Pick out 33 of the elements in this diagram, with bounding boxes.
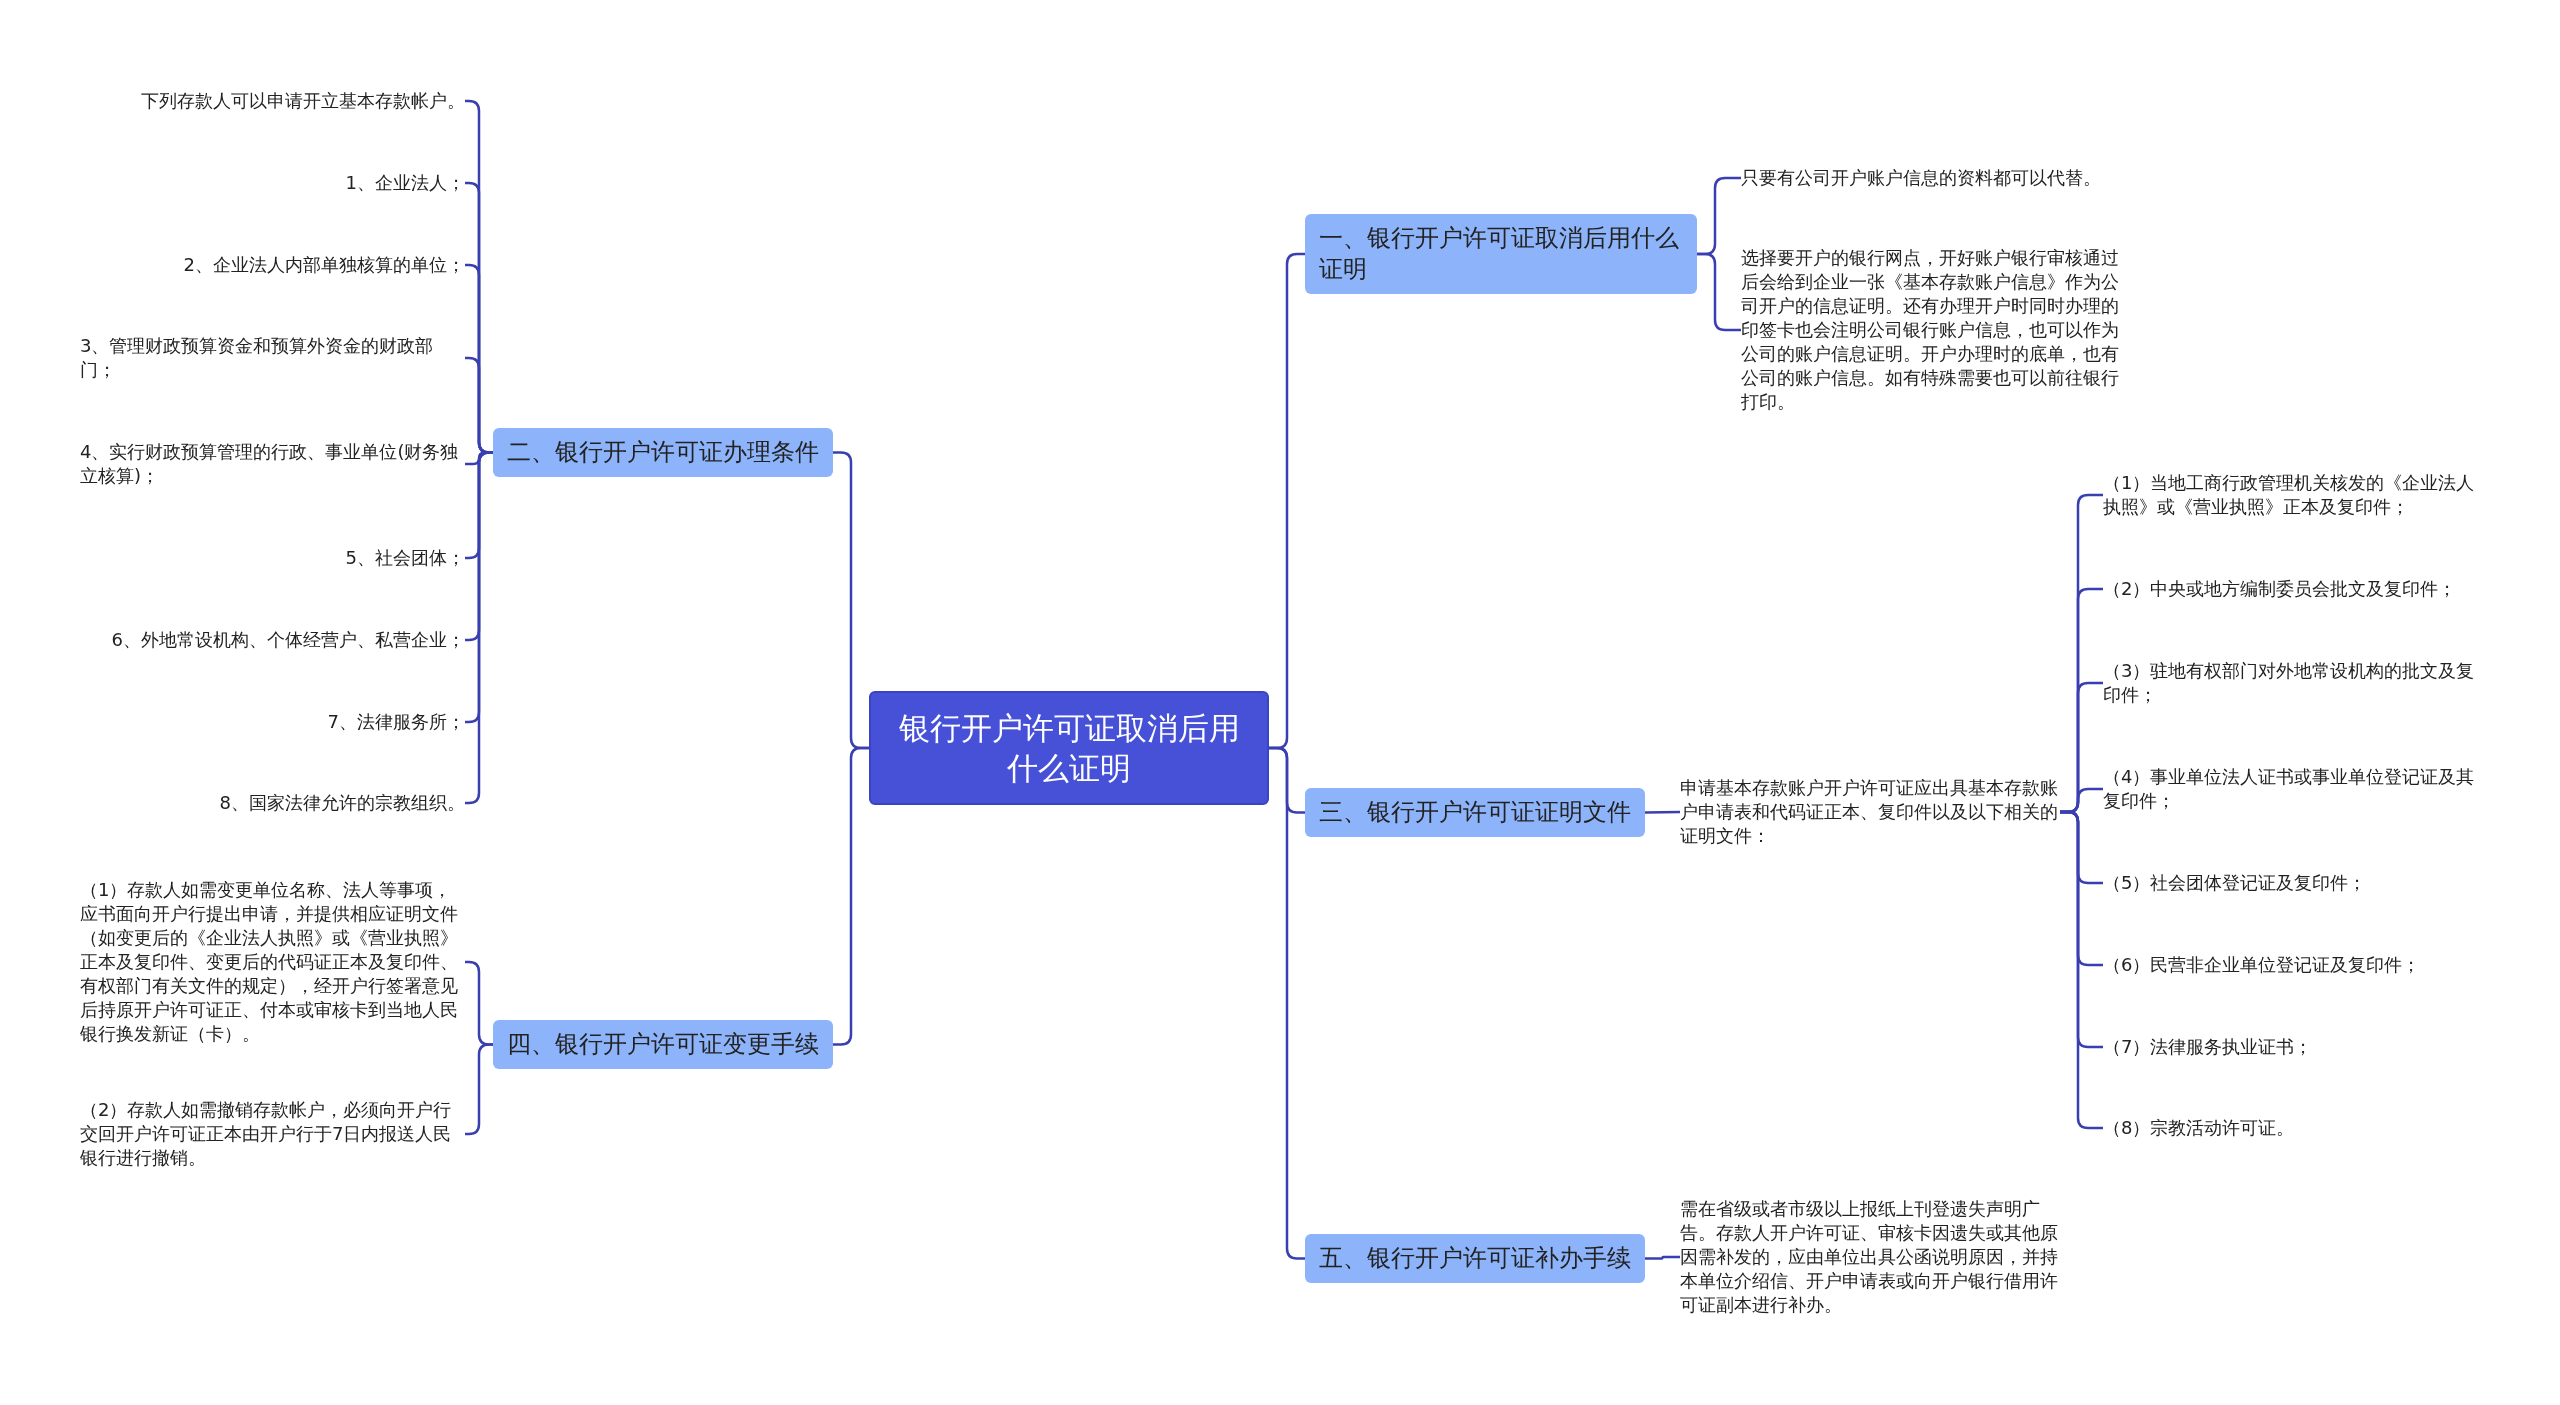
topic-box: 三、银行开户许可证证明文件 [1305, 787, 1645, 837]
connector-line [1645, 810, 1680, 814]
note-text: 选择要开户的银行网点，开好账户银行审核通过后会给到企业一张《基本存款账户信息》作为公司开户的信息证明。还有办理开户时同时办理的印签卡也会注明公司银行账户信息，也可以作为公司的账户信息证明。开户办理时的底单，也有公司的账户信息。如有特殊需要也可以前往银行打印。 [1741, 246, 2121, 414]
connector-line [833, 746, 869, 1046]
note-text: （2）中央或地方编制委员会批文及复印件； [2103, 577, 2475, 601]
central-topic-box: 银行开户许可证取消后用什么证明 [869, 691, 1269, 805]
note-text: 只要有公司开户账户信息的资料都可以代替。 [1741, 166, 2121, 190]
note-text: 下列存款人可以申请开立基本存款帐户。 [141, 89, 465, 113]
note-text: 8、国家法律允许的宗教组织。 [219, 791, 465, 815]
note-text: 5、社会团体； [345, 546, 465, 570]
note-text: （3）驻地有权部门对外地常设机构的批文及复印件； [2103, 659, 2475, 707]
note-text: 4、实行财政预算管理的行政、事业单位(财务独立核算)； [80, 440, 465, 488]
note-text: 7、法律服务所； [327, 710, 465, 734]
note-text: （8）宗教活动许可证。 [2103, 1116, 2475, 1140]
note-text: （7）法律服务执业证书； [2103, 1035, 2475, 1059]
note-text: 申请基本存款账户开户许可证应出具基本存款账户申请表和代码证正本、复印件以及以下相关的证明文件： [1680, 776, 2060, 848]
note-text: 1、企业法人； [345, 171, 465, 195]
topic-box: 五、银行开户许可证补办手续 [1305, 1233, 1645, 1283]
note-text: 需在省级或者市级以上报纸上刊登遗失声明广告。存款人开户许可证、审核卡因遗失或其他原因需补发的，应由单位出具公函说明原因，并持本单位介绍信、开户申请表或向开户银行借用许可证副本进行补办。 [1680, 1197, 2060, 1317]
note-text: 2、企业法人内部单独核算的单位； [183, 253, 465, 277]
note-text: （2）存款人如需撤销存款帐户，必须向开户行交回开户许可证正本由开户行于7日内报送人民银行进行撤销。 [80, 1098, 465, 1170]
note-text: （4）事业单位法人证书或事业单位登记证及其复印件； [2103, 765, 2475, 813]
connector-line [1645, 1255, 1680, 1260]
note-text: 3、管理财政预算资金和预算外资金的财政部门； [80, 334, 465, 382]
note-text: （6）民营非企业单位登记证及复印件； [2103, 953, 2475, 977]
note-text: 6、外地常设机构、个体经营户、私营企业； [111, 628, 465, 652]
note-text: （5）社会团体登记证及复印件； [2103, 871, 2475, 895]
note-text: （1）当地工商行政管理机关核发的《企业法人执照》或《营业执照》正本及复印件； [2103, 471, 2475, 519]
connector-line [1269, 746, 1305, 1260]
note-text: （1）存款人如需变更单位名称、法人等事项，应书面向开户行提出申请，并提供相应证明文件（如变更后的《企业法人执照》或《营业执照》正本及复印件、变更后的代码证正本及复印件、有权部门有关文件的规定），经开户行签署意见后持原开户许可证正、付本或审核卡到当地人民银行换发新证（卡）。 [80, 878, 465, 1046]
topic-box: 四、银行开户许可证变更手续 [493, 1019, 833, 1069]
topic-box: 二、银行开户许可证办理条件 [493, 427, 833, 477]
topic-box: 一、银行开户许可证取消后用什么证明 [1305, 214, 1697, 294]
